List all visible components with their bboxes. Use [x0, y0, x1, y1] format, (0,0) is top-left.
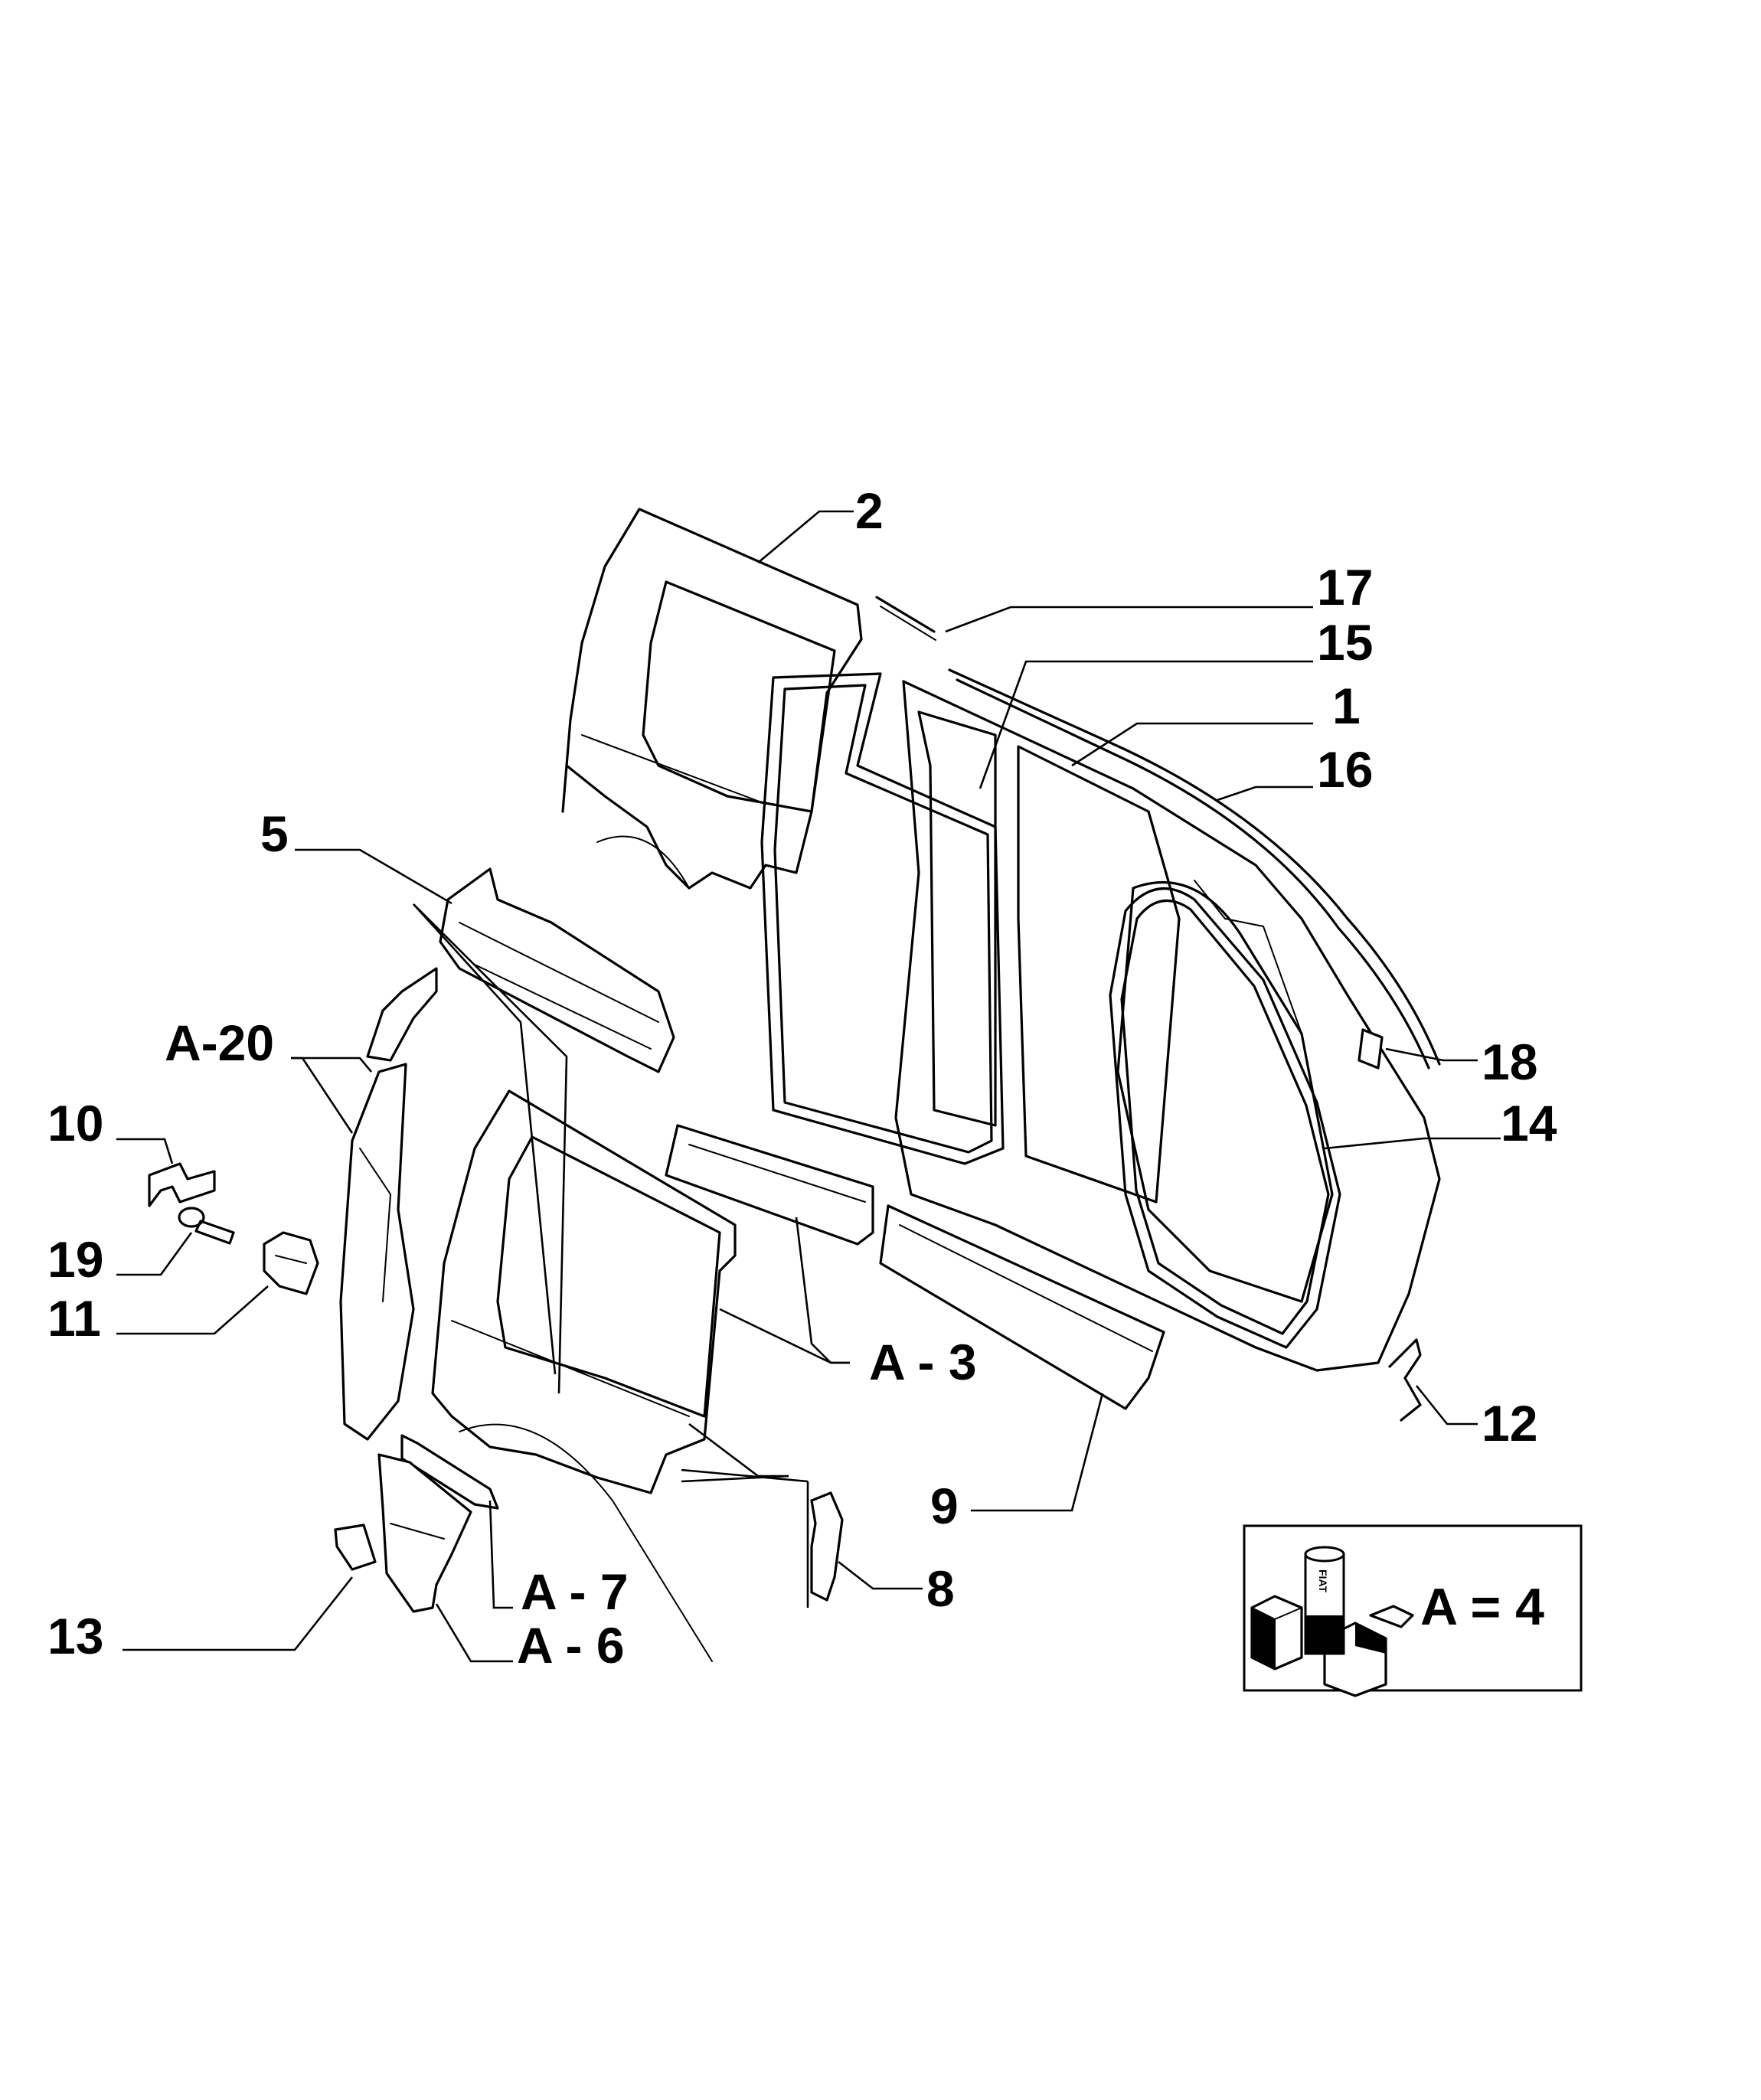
- callout-8: 8: [926, 1560, 955, 1617]
- part-5-cross-member: [439, 867, 675, 1073]
- part-17-trim-strip: [875, 596, 936, 641]
- callout-a-20: A-20: [165, 1014, 274, 1071]
- part-8-bracket: [810, 1491, 844, 1602]
- part-9-sill-rails: [665, 1124, 1165, 1410]
- callout-14: 14: [1501, 1095, 1557, 1151]
- callout-11: 11: [47, 1290, 101, 1347]
- leader-lines: [116, 510, 1501, 1663]
- callout-1: 1: [1332, 678, 1361, 734]
- callout-a-7: A - 7: [521, 1563, 629, 1620]
- part-13-cover-plate: [334, 1524, 377, 1571]
- callout-2: 2: [855, 482, 884, 539]
- callout-17: 17: [1317, 559, 1373, 616]
- part-a3-rear-outer-panel: [431, 1089, 737, 1662]
- part-12-wire-bracket: [1388, 1338, 1422, 1422]
- part-19-bolt: [178, 1207, 235, 1245]
- callout-13: 13: [47, 1608, 103, 1664]
- parts-box-icon: [1250, 1595, 1414, 1697]
- callout-12: 12: [1482, 1395, 1537, 1452]
- part-16-roof-strip: [948, 668, 1441, 1070]
- part-1-inner-side-frame: [894, 680, 1441, 1372]
- kit-legend-text: A = 4: [1420, 1578, 1544, 1636]
- callout-19: 19: [47, 1231, 103, 1288]
- sealant-can-icon: FIAT: [1304, 1546, 1345, 1655]
- part-18-clip: [1358, 1028, 1384, 1070]
- callout-a-3: A - 3: [869, 1334, 977, 1390]
- part-a20-pillar-reinforcement: [339, 967, 438, 1441]
- part-15-door-seal: [760, 672, 1005, 1165]
- callout-16: 16: [1317, 741, 1373, 798]
- callout-18: 18: [1482, 1034, 1537, 1090]
- callout-5: 5: [260, 805, 289, 862]
- part-11-hinge: [263, 1231, 319, 1295]
- callout-9: 9: [930, 1478, 959, 1534]
- part-a7-a6-lower-panels: [377, 1434, 499, 1613]
- part-10-bracket: [148, 1162, 216, 1207]
- callout-a-6: A - 6: [517, 1617, 625, 1674]
- part-2-rear-side-outer-panel: [561, 508, 863, 890]
- brand-label: FIAT: [1317, 1569, 1329, 1593]
- part-14-front-door-seal: [1109, 887, 1341, 1349]
- callout-10: 10: [47, 1095, 103, 1151]
- callout-labels: 2 17 15 1 16 5 A-20 18 10 14 19 11 A - 3…: [47, 482, 1557, 1674]
- kit-legend: FIAT A = 4: [1243, 1524, 1583, 1697]
- callout-15: 15: [1317, 614, 1373, 671]
